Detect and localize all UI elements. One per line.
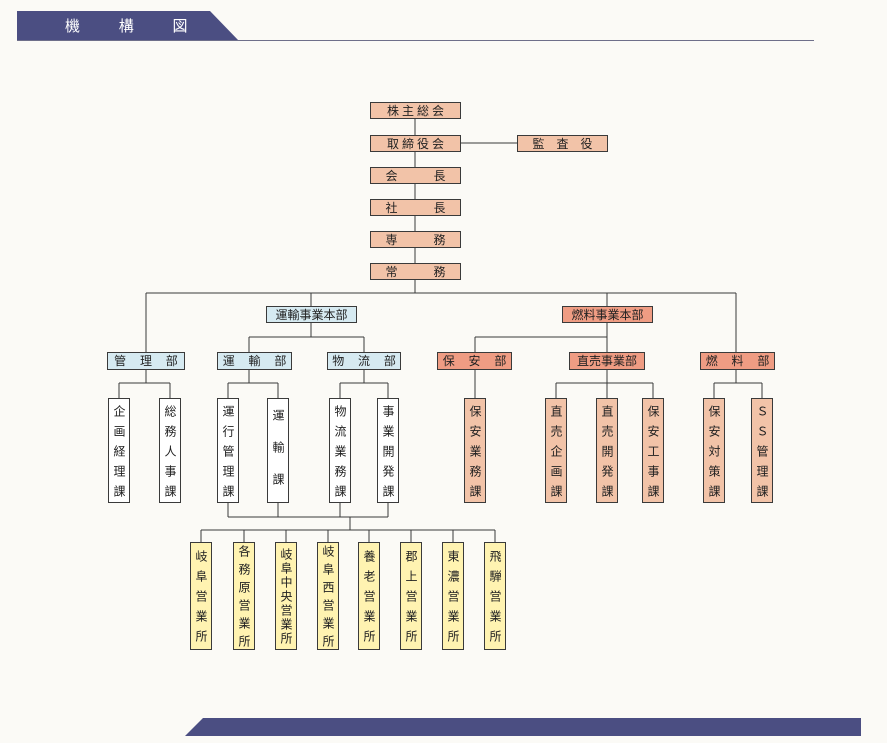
office-box: 各務原営業所 [233,542,255,653]
safety-measures-section-box: 保安対策課 [703,398,725,505]
logistics-business-section-box: 物流業務課 [329,398,351,505]
safety-department-box: 保 安 部 [437,352,512,370]
chairman-box: 会 長 [370,167,461,184]
office-box: 養老営業所 [358,542,380,650]
safety-construction-section-box: 保安工事課 [642,398,664,505]
transport-section-box: 運輸課 [267,398,289,505]
general-hr-section-box: 総務人事課 [159,398,181,505]
office-box: 郡上営業所 [400,542,422,650]
ss-management-section-box: ＳＳ管理課 [751,398,773,505]
shareholders-meeting-box: 株主総会 [370,102,461,119]
business-development-section-box: 事業開発課 [377,398,399,505]
transport-department-box: 運 輸 部 [217,352,292,370]
direct-sales-development-section-box: 直売開発課 [596,398,618,505]
office-box: 東濃営業所 [442,542,464,650]
header-tab [17,11,239,41]
planning-accounting-section-box: 企画経理課 [108,398,130,505]
board-of-directors-box: 取締役会 [370,135,461,152]
direct-sales-department-box: 直売事業部 [569,352,645,370]
fuel-department-box: 燃 料 部 [700,352,775,370]
managing-director-box: 常 務 [370,263,461,280]
header-rule [17,40,814,41]
safety-business-section-box: 保安業務課 [464,398,486,505]
logistics-department-box: 物 流 部 [327,352,401,370]
office-box: 岐阜営業所 [190,542,212,650]
fuel-division-box: 燃料事業本部 [562,306,653,323]
office-box: 岐阜中央営業所 [275,542,297,650]
operations-management-section-box: 運行管理課 [217,398,239,505]
office-box: 岐阜西営業所 [317,542,339,653]
transport-division-box: 運輸事業本部 [266,306,357,323]
footer-band [185,718,861,736]
page-title: 機 構 図 [65,17,205,35]
office-box: 飛騨営業所 [484,542,506,650]
auditor-box: 監 査 役 [517,135,608,152]
senior-managing-director-box: 専 務 [370,231,461,248]
direct-sales-planning-section-box: 直売企画課 [545,398,567,505]
admin-department-box: 管 理 部 [107,352,185,370]
president-box: 社 長 [370,199,461,216]
